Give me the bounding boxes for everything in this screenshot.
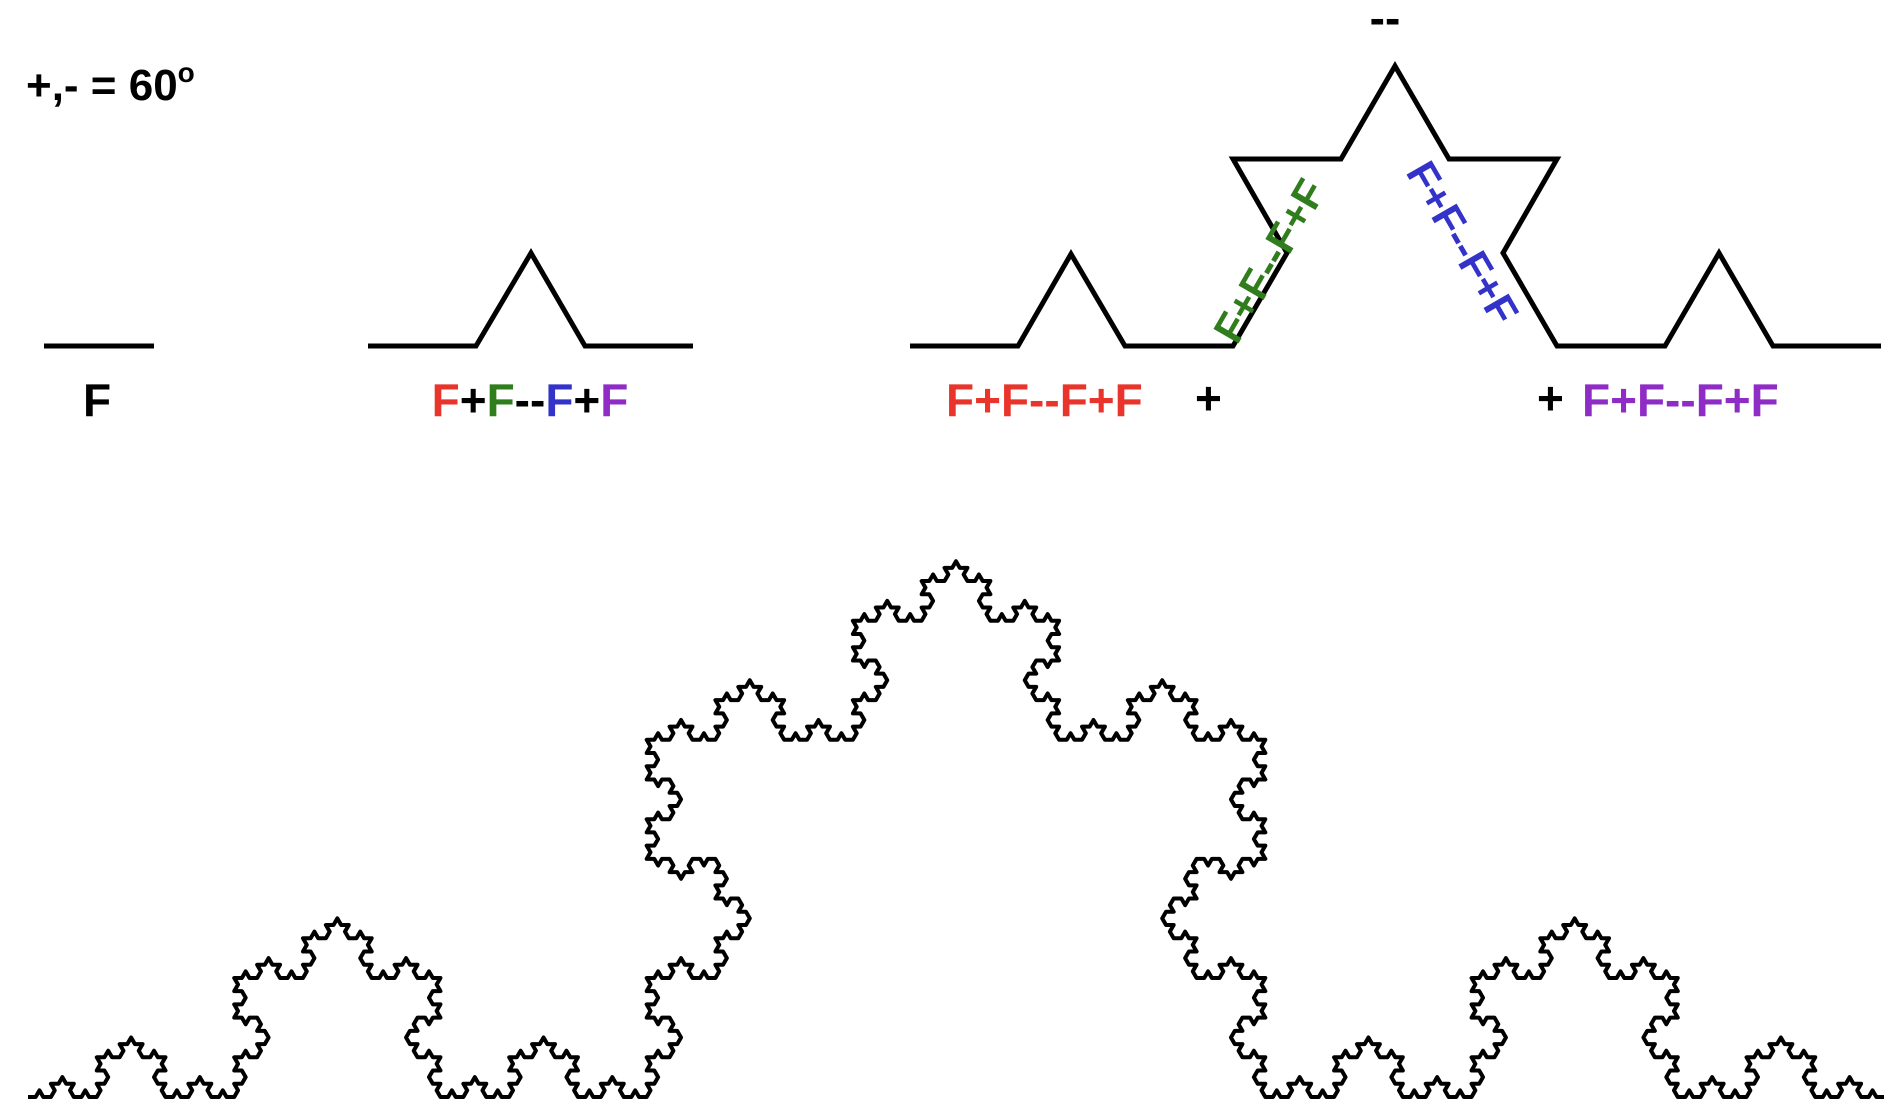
gen2-turn-top-label: -- xyxy=(1370,0,1401,44)
angle-note: +,- = 60o xyxy=(26,57,195,110)
gen2-segment-up-label: F+F--F+F xyxy=(1204,171,1335,350)
gen1-token-5: + xyxy=(573,374,600,426)
gen1-token-2: F xyxy=(487,374,515,426)
gen1-token-1: + xyxy=(460,374,487,426)
gen1-token-4: F xyxy=(545,374,573,426)
gen2-curve xyxy=(910,61,1881,349)
angle-degree-symbol: o xyxy=(178,57,195,88)
gen2-plus-left-label: + xyxy=(1195,372,1222,424)
gen0-label: F xyxy=(83,374,111,426)
koch-curve-deep xyxy=(28,559,1884,1099)
gen1-curve xyxy=(368,248,693,349)
gen2-plus-right-label: + xyxy=(1537,372,1564,424)
gen1-formula: F+F--F+F xyxy=(432,374,629,426)
gen1-token-0: F xyxy=(432,374,460,426)
gen2-segment-left-label: F+F--F+F xyxy=(946,374,1143,426)
gen2-segment-right-label: F+F--F+F xyxy=(1582,374,1779,426)
angle-note-text: +,- = 60 xyxy=(26,61,178,110)
gen1-token-3: -- xyxy=(515,374,546,426)
gen1-token-6: F xyxy=(600,374,628,426)
